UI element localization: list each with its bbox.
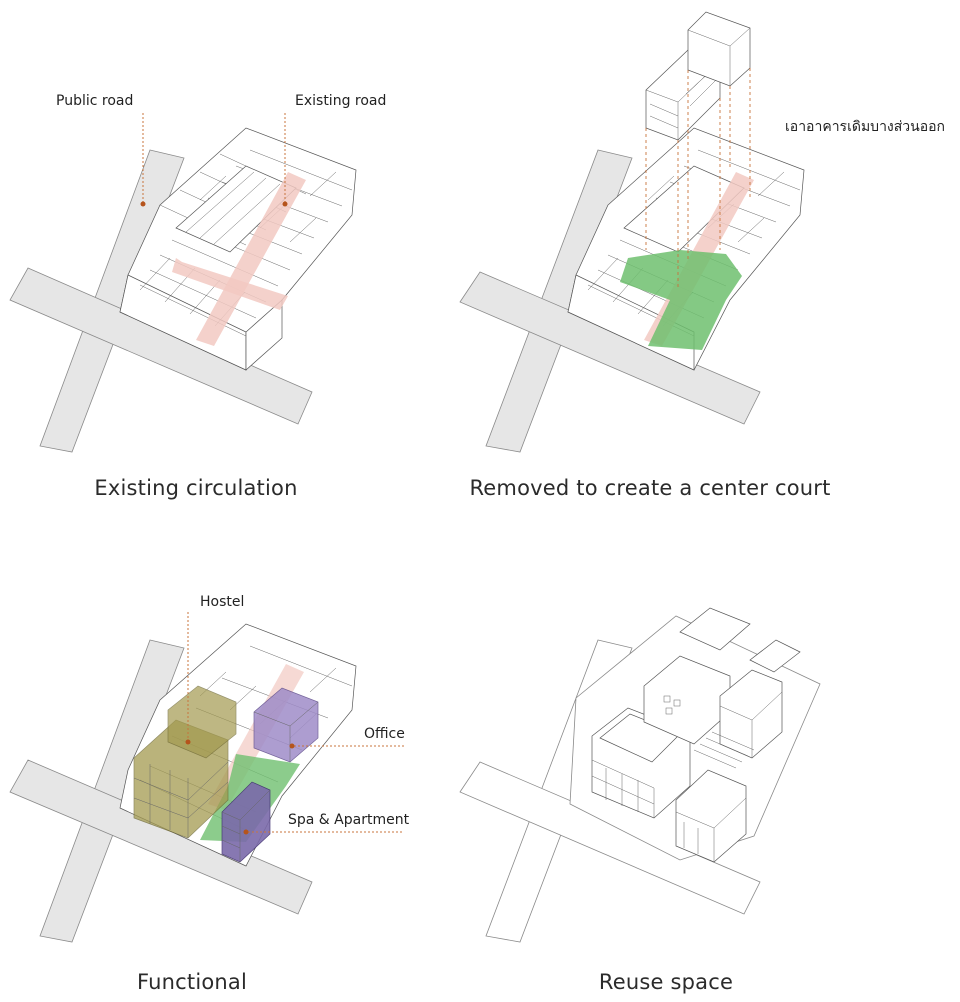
thai-note-label: เอาอาคารเดิมบางส่วนออก (785, 119, 946, 135)
caption-existing-circulation: Existing circulation (94, 476, 298, 500)
circulation-path-2 (196, 172, 306, 346)
office-block (253, 687, 319, 763)
panel-center-court: เอาอาคารเดิมบางส่วนออก Removed to create… (459, 0, 960, 510)
panel-reuse-space: Reuse space (459, 500, 960, 1002)
removal-guide-lines (645, 68, 751, 290)
panel-functional: Hostel Office Spa & Apartment Functional (0, 500, 480, 1002)
office-label: Office (364, 726, 405, 742)
caption-reuse-space: Reuse space (598, 970, 734, 994)
spa-apartment-block (221, 781, 271, 863)
spa-apartment-label: Spa & Apartment (288, 812, 410, 828)
diagram-functional (9, 612, 404, 943)
existing-road-label: Existing road (295, 93, 387, 109)
diagram-existing-circulation (9, 113, 357, 453)
removed-blocks (645, 11, 751, 141)
hostel-block (133, 685, 237, 839)
panel-existing-circulation: Public road Existing road Existing circu… (0, 0, 480, 510)
center-court (620, 250, 742, 350)
caption-center-court: Removed to create a center court (469, 476, 831, 500)
court-paving (693, 731, 755, 769)
caption-functional: Functional (136, 970, 248, 994)
rear-blocks (679, 607, 801, 673)
diagram-center-court (459, 11, 805, 453)
diagram-reuse-space (459, 607, 821, 943)
public-road-label: Public road (56, 93, 134, 109)
public-road (485, 149, 633, 453)
public-road (39, 639, 185, 943)
reuse-building-south (675, 769, 747, 863)
public-road (39, 149, 185, 453)
hostel-label: Hostel (200, 594, 245, 610)
